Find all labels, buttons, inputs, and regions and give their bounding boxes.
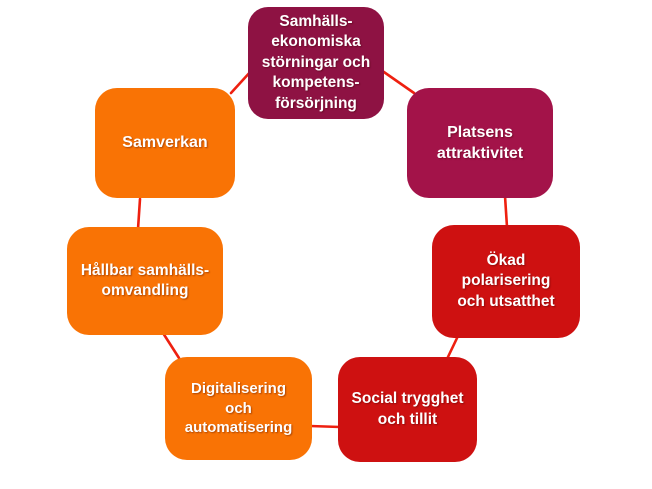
node-label: Digitalisering och automatisering <box>184 379 293 437</box>
node-label: Ökad polarisering och utsatthet <box>457 251 555 310</box>
node-label: Samverkan <box>122 134 208 152</box>
connector-social-to-digitalisering <box>308 424 342 429</box>
node-okad-polarisering-och-utsatthet: Ökad polarisering och utsatthet <box>432 225 580 338</box>
node-label: Samhälls- ekonomiska störningar och komp… <box>261 12 371 112</box>
node-digitalisering-och-automatisering: Digitalisering och automatisering <box>165 357 312 460</box>
connector-hallbar-to-samverkan <box>136 197 142 231</box>
node-social-trygghet-och-tillit: Social trygghet och tillit <box>338 357 477 462</box>
connector-platsens-to-okad <box>503 194 509 229</box>
connector-samhalls-to-platsens <box>379 68 416 95</box>
node-label: Social trygghet och tillit <box>351 390 464 428</box>
node-label: Hållbar samhälls- omvandling <box>80 261 210 299</box>
connector-okad-to-social <box>445 334 460 361</box>
node-platsens-attraktivitet: Platsens attraktivitet <box>407 88 553 198</box>
node-hallbar-samhallsomvandling: Hållbar samhälls- omvandling <box>67 227 223 335</box>
node-label: Platsens attraktivitet <box>436 123 524 162</box>
connector-digitalisering-to-hallbar <box>161 331 181 360</box>
node-samverkan: Samverkan <box>95 88 235 198</box>
node-samhallsekonomiska-storningar: Samhälls- ekonomiska störningar och komp… <box>248 7 384 119</box>
